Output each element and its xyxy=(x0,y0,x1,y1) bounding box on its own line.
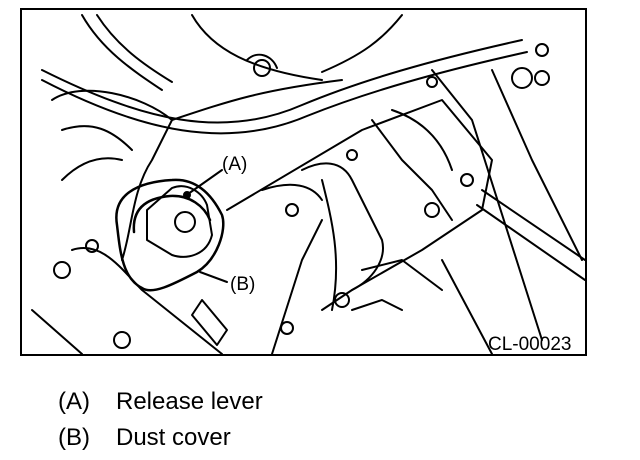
leader-line-b xyxy=(199,271,228,283)
fittings xyxy=(191,53,278,346)
transmission-line-drawing: (A) (B) CL-00023 xyxy=(31,14,585,354)
dust-cover-shape xyxy=(115,178,225,292)
figure-code: CL-00023 xyxy=(488,334,571,354)
bellhousing xyxy=(31,89,223,354)
legend: (A) Release lever (B) Dust cover xyxy=(58,384,263,456)
legend-label: Release lever xyxy=(116,388,263,415)
callout-a-label: (A) xyxy=(222,154,247,175)
legend-item-dust-cover: (B) Dust cover xyxy=(58,420,263,456)
hose-lines xyxy=(41,14,528,135)
linkage-rod xyxy=(476,43,585,281)
leader-line-a xyxy=(187,169,223,195)
callout-b-label: (B) xyxy=(230,274,255,295)
legend-label: Dust cover xyxy=(116,424,231,451)
legend-key: (B) xyxy=(58,424,90,451)
diagram-figure: (A) (B) CL-00023 xyxy=(20,8,587,356)
legend-key: (A) xyxy=(58,388,90,415)
legend-item-release-lever: (A) Release lever xyxy=(58,384,263,420)
transmission-body xyxy=(226,69,583,354)
